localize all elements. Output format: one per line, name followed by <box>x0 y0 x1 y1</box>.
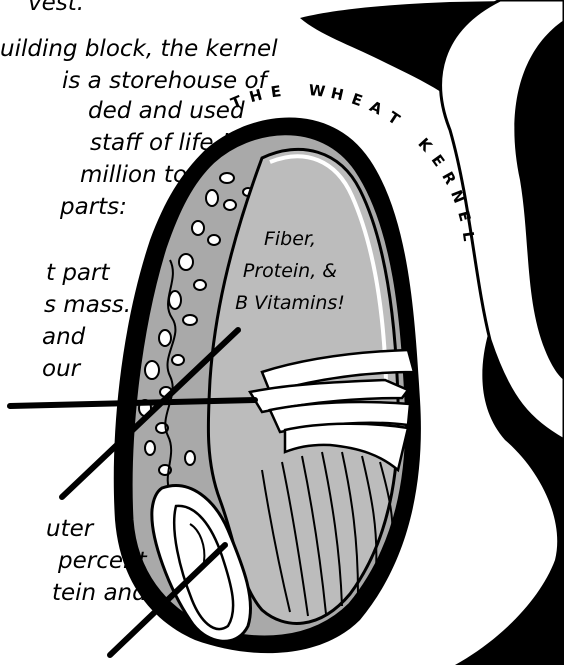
left-line-5: staff of life.” <box>90 130 234 156</box>
kernel-title-letter: T <box>385 108 404 129</box>
kernel-title-letter: E <box>349 90 365 110</box>
kernel-title-letter: E <box>270 82 283 101</box>
kernel-label-line-3: B Vitamins! <box>235 292 345 314</box>
right-fragment-2: c <box>538 248 551 274</box>
left-line-13: percent <box>57 548 148 574</box>
left-line-6: million to <box>80 162 187 188</box>
left-line-11: our <box>42 356 82 382</box>
kernel-title-letter: W <box>308 81 327 101</box>
right-fragment-1: n <box>540 152 555 178</box>
left-line-7: parts: <box>59 194 127 220</box>
left-line-4: ded and used <box>88 98 245 124</box>
kernel-title-letter: K <box>414 134 436 156</box>
kernel-label-line-1: Fiber, <box>264 228 316 250</box>
kernel-title-letter: H <box>329 84 345 104</box>
left-line-1: vest. <box>28 0 84 16</box>
left-line-2: uilding block, the kernel <box>0 36 278 62</box>
left-line-12: uter <box>46 516 95 542</box>
left-line-3: is a storehouse of <box>62 68 270 94</box>
kernel-title-letter: A <box>367 97 386 118</box>
kernel-title-letter: E <box>428 151 449 170</box>
kernel-label-line-2: Protein, & <box>243 260 337 282</box>
kernel-title-letter: R <box>438 169 460 188</box>
left-line-8: t part <box>46 260 110 286</box>
left-line-14: tein and <box>52 580 147 606</box>
left-line-9: s mass. <box>44 292 131 318</box>
left-line-10: and <box>42 324 86 350</box>
